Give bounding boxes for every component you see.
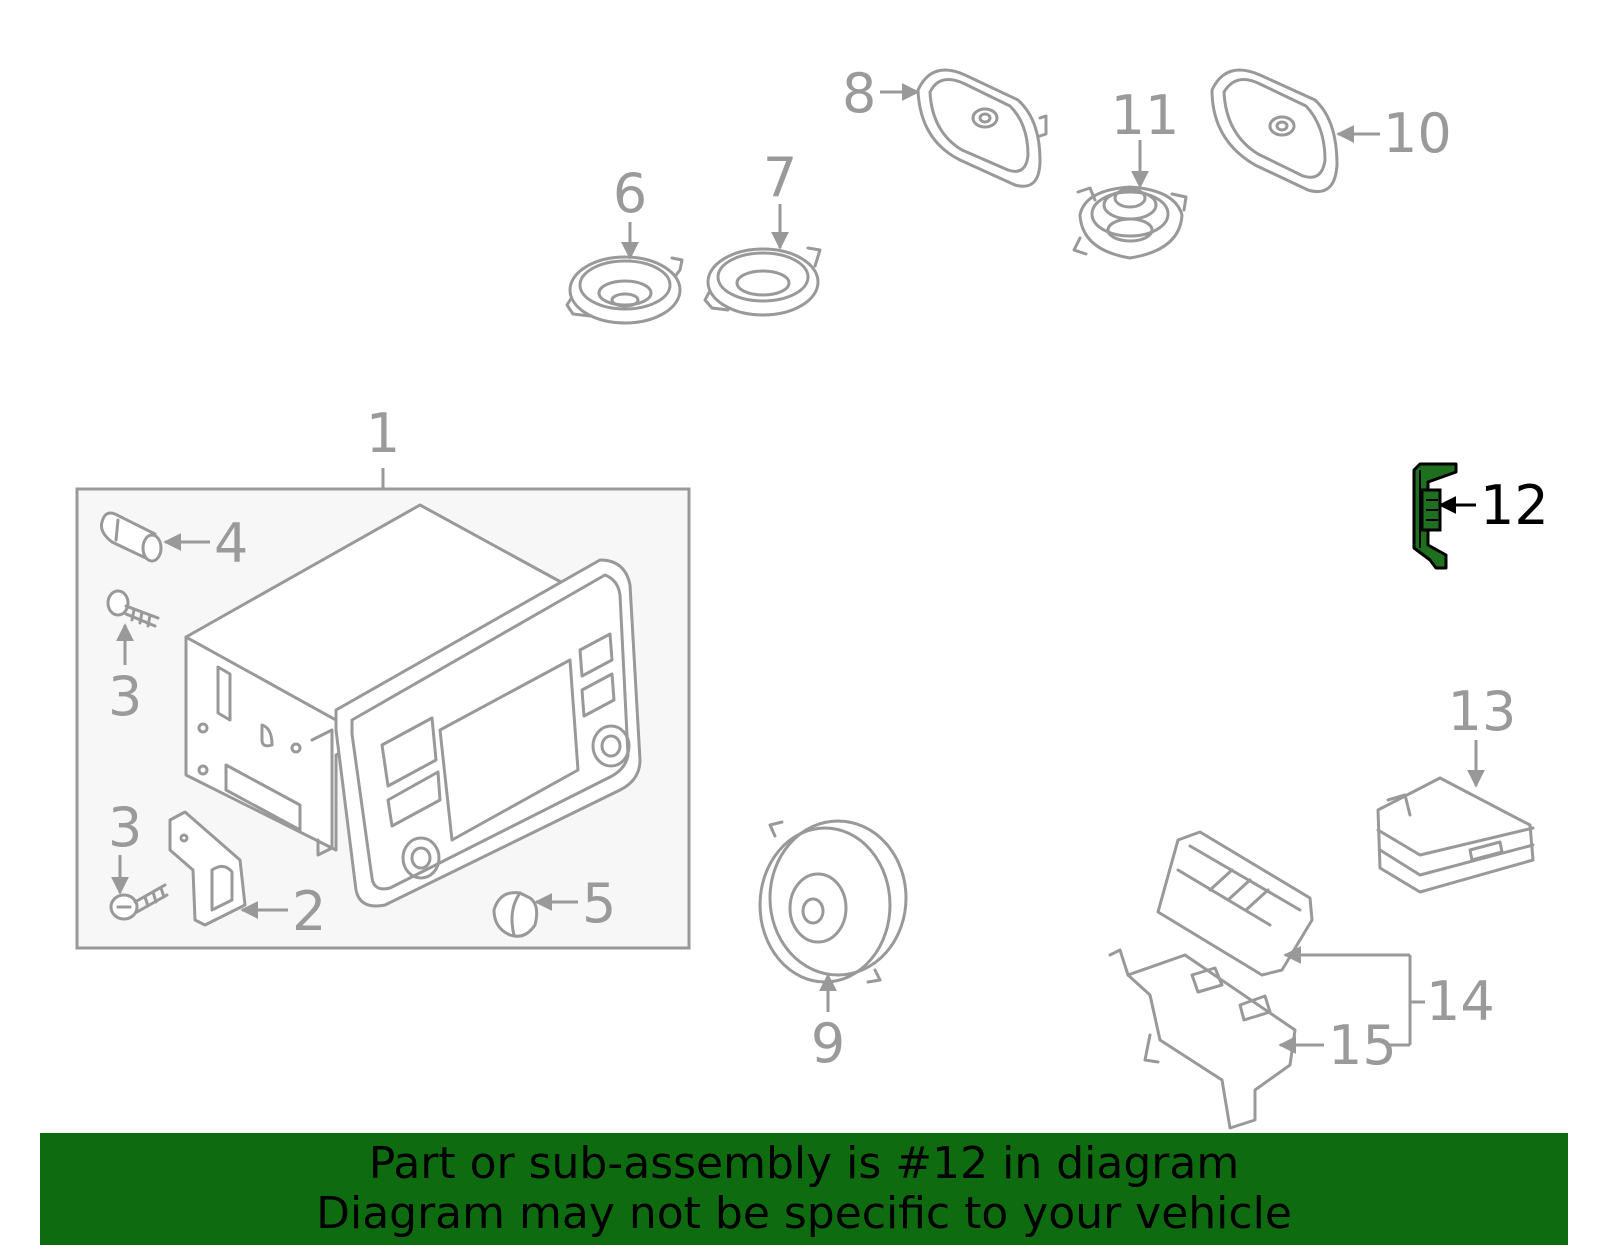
bracket-2[interactable]: [168, 810, 247, 927]
callout-2: 2: [292, 880, 326, 943]
bracket-15[interactable]: [1108, 948, 1297, 1130]
tweeter-speaker-7[interactable]: [703, 246, 822, 317]
callout-7: 7: [763, 146, 797, 209]
callout-9: 9: [811, 1012, 845, 1075]
callout-1: 1: [366, 402, 400, 465]
plug-4[interactable]: [100, 511, 163, 563]
cap-5[interactable]: [492, 891, 539, 938]
callout-5: 5: [582, 872, 616, 935]
oval-speaker-10[interactable]: [1210, 68, 1339, 193]
callout-13: 13: [1448, 680, 1517, 743]
tweeter-speaker-6[interactable]: [565, 255, 684, 325]
callout-3-lower: 3: [108, 796, 142, 859]
part-notice-banner: Part or sub-assembly is #12 in diagram D…: [40, 1133, 1568, 1245]
module-13[interactable]: [1376, 776, 1535, 894]
callout-10: 10: [1383, 102, 1452, 165]
oval-speaker-8[interactable]: [916, 68, 1048, 188]
banner-line-2: Diagram may not be specific to your vehi…: [316, 1188, 1292, 1239]
screw-3-lower[interactable]: [109, 883, 169, 921]
callout-3-upper: 3: [108, 665, 142, 728]
tweeter-speaker-11[interactable]: [1072, 185, 1188, 260]
callout-11: 11: [1111, 84, 1180, 147]
callout-15: 15: [1328, 1014, 1397, 1077]
callout-8: 8: [842, 62, 876, 125]
amplifier-14[interactable]: [1156, 830, 1314, 977]
callout-4: 4: [214, 512, 248, 575]
callout-6: 6: [613, 162, 647, 225]
screw-3-upper[interactable]: [106, 589, 160, 628]
bracket-12-highlighted[interactable]: [1412, 462, 1458, 570]
leader-lines: [111, 83, 1485, 1054]
banner-line-1: Part or sub-assembly is #12 in diagram: [368, 1138, 1240, 1189]
radio-head-unit[interactable]: [184, 503, 642, 908]
callout-12: 12: [1480, 474, 1549, 537]
callout-14: 14: [1426, 970, 1495, 1033]
door-speaker-9[interactable]: [758, 819, 908, 984]
